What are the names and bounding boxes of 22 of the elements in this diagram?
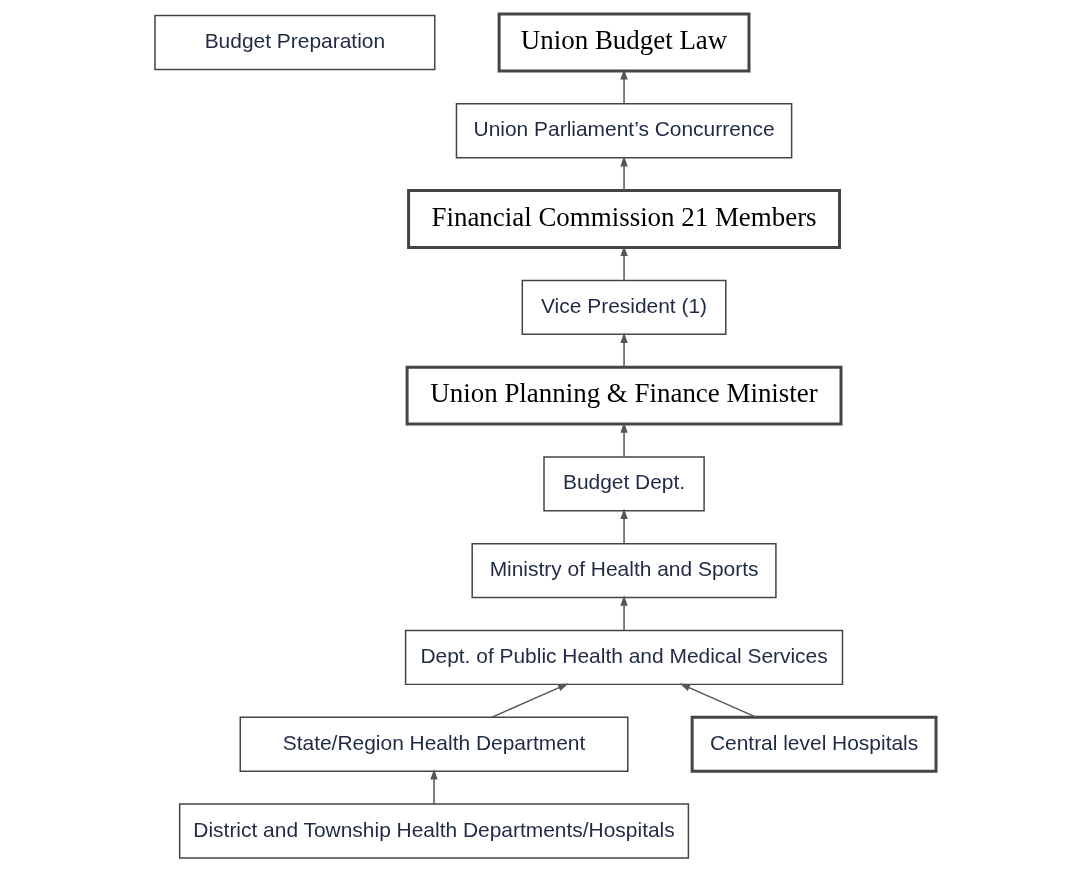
arrow <box>619 69 628 105</box>
node-box: State/Region Health Department <box>239 716 629 772</box>
arrow <box>679 683 757 718</box>
node-box: Union Planning & Finance Minister <box>405 365 842 426</box>
node-box: Central level Hospitals <box>690 715 937 773</box>
arrow <box>429 768 438 805</box>
node-box: Union Budget Law <box>497 12 750 73</box>
node-box: Dept. of Public Health and Medical Services <box>404 629 843 686</box>
arrow <box>619 422 628 458</box>
node-box: Vice President (1) <box>521 279 727 335</box>
node-box: District and Township Health Departments/Hospitals <box>178 803 689 859</box>
arrow <box>490 683 568 718</box>
node-box: Union Parliament’s Concurrence <box>455 103 792 159</box>
arrow <box>619 332 628 368</box>
arrow <box>619 245 628 281</box>
node-box: Budget Dept. <box>542 456 705 512</box>
arrow <box>619 595 628 632</box>
node-box: Financial Commission 21 Members <box>406 189 841 249</box>
arrow <box>619 508 628 545</box>
node-box: Budget Preparation <box>153 14 436 71</box>
arrow <box>619 155 628 192</box>
node-box: Ministry of Health and Sports <box>470 543 777 599</box>
